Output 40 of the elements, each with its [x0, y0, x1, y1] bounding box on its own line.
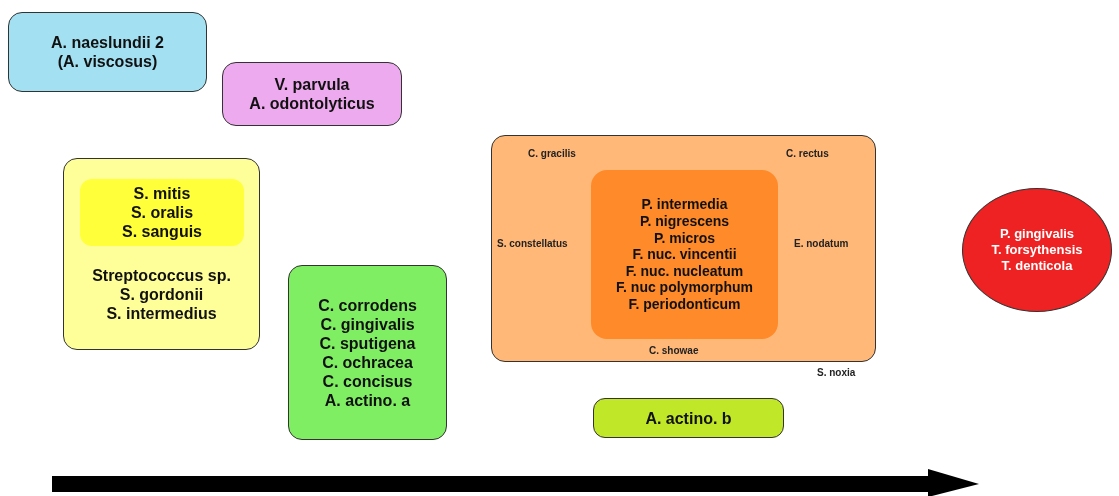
species-name: P. micros: [653, 229, 716, 247]
species-name: V. parvula: [274, 75, 350, 94]
species-name: C. gracilis: [528, 148, 576, 160]
species-name: F. periodonticum: [628, 296, 741, 313]
species-name: A. naeslundii 2: [51, 33, 164, 52]
species-name: P. intermedia: [641, 196, 728, 213]
complex-box: [593, 398, 784, 438]
complex-box: [8, 12, 207, 92]
species-name: P. gingivalis: [999, 226, 1075, 242]
species-name: S. sanguis: [122, 222, 202, 241]
species-name: (A. viscosus): [57, 52, 158, 71]
species-name: C. showae: [649, 345, 699, 357]
species-name: S. oralis: [130, 203, 194, 222]
species-name: C. rectus: [786, 148, 829, 160]
species-name: T. forsythensis: [991, 242, 1083, 258]
species-name: T. denticola: [1001, 258, 1073, 274]
species-name: C. corrodens: [318, 295, 417, 315]
complex-box: [80, 179, 244, 246]
species-name: F. nuc. vincentii: [632, 246, 737, 263]
species-name: S. constellatus: [497, 238, 568, 250]
species-name: A. odontolyticus: [249, 94, 375, 113]
complex-box: [63, 158, 260, 350]
species-name: C. ochracea: [322, 352, 413, 372]
species-name: S. intermedius: [106, 304, 217, 323]
species-name: Streptococcus sp.: [92, 266, 231, 285]
complex-box: [222, 62, 402, 126]
species-name: A. actino. b: [645, 408, 732, 428]
species-name: S. noxia: [817, 367, 856, 379]
species-name: C. gingivalis: [320, 314, 415, 334]
complex-box: [288, 265, 447, 440]
species-name: F. nuc polymorphum: [616, 279, 753, 296]
complex-box: [591, 170, 778, 339]
species-name: C. concisus: [322, 371, 413, 391]
species-name: S. mitis: [133, 184, 191, 203]
species-name: S. gordonii: [119, 285, 204, 304]
species-name: C. sputigena: [319, 333, 416, 353]
species-name: A. actino. a: [324, 390, 411, 410]
species-name: E. nodatum: [794, 238, 849, 250]
species-name: F. nuc. nucleatum: [625, 262, 744, 280]
species-name: P. nigrescens: [639, 213, 730, 230]
